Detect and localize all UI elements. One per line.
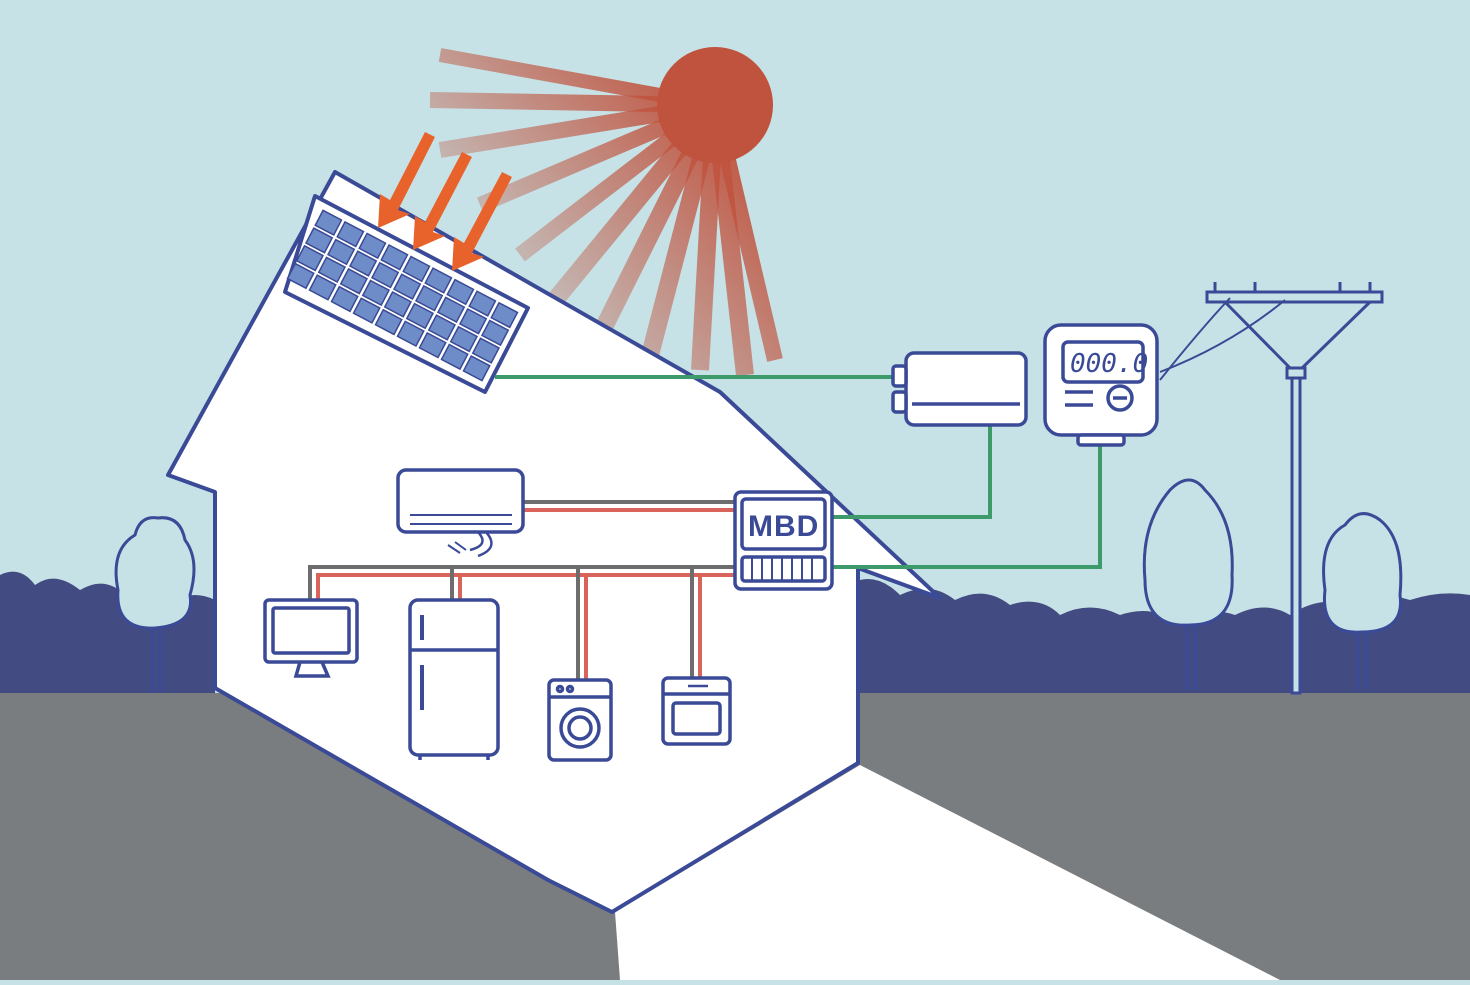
solar-cell bbox=[490, 301, 519, 329]
solar-cell bbox=[339, 267, 369, 295]
solar-cell bbox=[480, 319, 510, 347]
inverter-icon bbox=[891, 351, 1028, 427]
electricity-meter-icon bbox=[1043, 323, 1159, 447]
solar-cell bbox=[314, 209, 343, 236]
solar-cell bbox=[352, 297, 381, 324]
solar-cell bbox=[295, 244, 325, 272]
solar-cell bbox=[326, 238, 356, 266]
solar-cell bbox=[424, 267, 453, 294]
refrigerator-icon bbox=[408, 598, 500, 760]
solar-panel-icon bbox=[283, 194, 530, 394]
solar-cell bbox=[418, 331, 447, 359]
solar-cell bbox=[405, 302, 435, 330]
tree-icon bbox=[1142, 478, 1234, 690]
solar-cell bbox=[471, 337, 501, 364]
solar-cell bbox=[370, 261, 400, 289]
sun-arrows bbox=[378, 132, 512, 271]
solar-cell bbox=[449, 325, 479, 353]
solar-cell bbox=[336, 220, 365, 248]
meter-reading: 000.0 bbox=[1070, 349, 1148, 379]
solar-cell bbox=[446, 278, 475, 306]
solar-cell bbox=[392, 273, 422, 300]
appliance-wires bbox=[308, 500, 735, 680]
solar-cell bbox=[402, 255, 431, 283]
solar-cell bbox=[440, 343, 469, 371]
solar-cell bbox=[396, 320, 425, 348]
solar-cell bbox=[462, 355, 491, 382]
solar-cell bbox=[374, 308, 403, 336]
solar-cell bbox=[358, 232, 387, 260]
solar-cell bbox=[304, 227, 334, 254]
solar-cell bbox=[286, 262, 315, 290]
solar-cell bbox=[458, 307, 488, 335]
utility-pole-icon bbox=[1159, 282, 1384, 695]
solar-cell bbox=[414, 284, 444, 312]
solar-cell bbox=[380, 243, 409, 271]
washing-machine-icon bbox=[547, 678, 613, 762]
solar-cell bbox=[436, 296, 466, 324]
tree-icon bbox=[1322, 512, 1403, 690]
solar-cell bbox=[317, 256, 347, 284]
solar-cell bbox=[330, 285, 359, 313]
solar-cell bbox=[468, 290, 497, 317]
distribution-board-icon bbox=[733, 490, 834, 591]
path bbox=[615, 765, 1280, 980]
solar-cell bbox=[361, 279, 391, 307]
oven-icon bbox=[661, 676, 732, 746]
air-conditioner-icon bbox=[396, 468, 525, 558]
sun-icon bbox=[657, 47, 773, 163]
solar-cell bbox=[308, 274, 337, 301]
solar-cell bbox=[383, 291, 413, 318]
tree-icon bbox=[114, 516, 196, 693]
green-wires bbox=[495, 375, 1102, 569]
distribution-board-label: MBD bbox=[748, 510, 819, 543]
hedge-right bbox=[860, 579, 1470, 695]
solar-cell bbox=[348, 250, 378, 277]
house bbox=[166, 170, 942, 914]
solar-cell bbox=[427, 314, 457, 341]
television-icon bbox=[263, 598, 359, 678]
